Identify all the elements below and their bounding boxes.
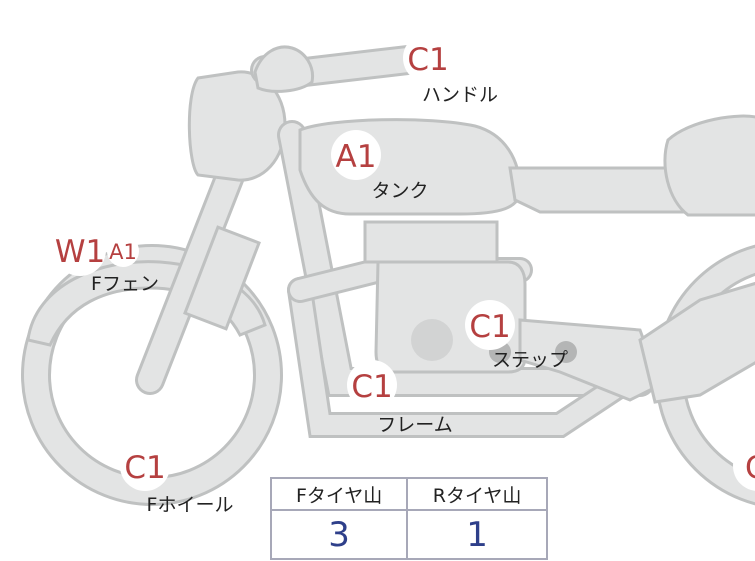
header-rear-tire: Rタイヤ山: [406, 477, 548, 511]
front-wheel-shape: [21, 244, 283, 506]
header-front-tire: Fタイヤ山: [269, 477, 409, 511]
badge-code: C: [745, 450, 755, 486]
value-rear-tire: 1: [406, 509, 548, 560]
engine-top: [363, 220, 499, 264]
rear-cowl: [663, 114, 755, 217]
rear-shock: [638, 281, 755, 404]
value-front-tire: 3: [269, 509, 409, 560]
badge-code: C1: [469, 309, 510, 345]
badge-front-fender: W1 A1: [54, 224, 139, 276]
engine-cover: [411, 319, 453, 361]
badge-rear: C: [733, 441, 755, 491]
part-label-front-fender: Fフェン: [91, 273, 159, 295]
swingarm-shape: [518, 318, 662, 402]
badge-step: C1: [465, 300, 515, 350]
part-label-handlebar: ハンドル: [422, 84, 498, 106]
badge-code-extra: A1: [109, 240, 137, 264]
fork-sleeve: [183, 225, 261, 331]
badge-frame: C1: [347, 360, 397, 410]
part-label-frame: フレーム: [377, 414, 452, 436]
badge-handlebar: C1: [403, 33, 453, 83]
badge-code: C1: [124, 450, 165, 486]
part-label-front-wheel: Fホイール: [147, 494, 234, 516]
badge-code: A1: [336, 139, 377, 175]
badge-front-wheel: C1: [120, 441, 170, 491]
handlebar-clamp: [253, 45, 315, 93]
badge-code: C1: [351, 369, 392, 405]
tire-tread-table: Fタイヤ山 Rタイヤ山 3 1: [269, 477, 548, 560]
badge-code: C1: [407, 42, 448, 78]
step-peg-right: [555, 341, 577, 363]
badge-code: W1: [55, 234, 105, 270]
part-label-step: ステップ: [492, 349, 568, 371]
badge-tank: A1: [331, 130, 381, 180]
part-label-tank: タンク: [371, 180, 428, 202]
